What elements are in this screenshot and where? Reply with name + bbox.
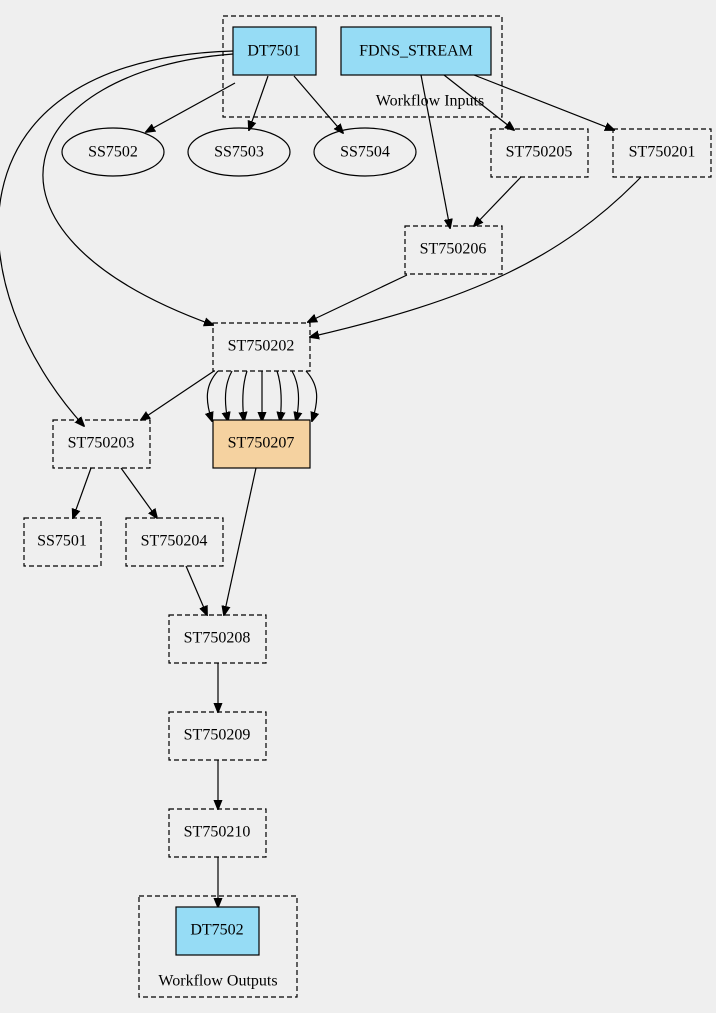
cluster-workflow-inputs: Workflow Inputs [222,15,503,118]
svg-text:ST750205: ST750205 [506,144,573,161]
edge-FDNS-ST750206 [420,74,450,228]
node-SS7504[interactable]: SS7504 [313,127,417,177]
svg-text:DT7501: DT7501 [247,43,300,60]
edge-ST750203-ST750204 [120,467,157,518]
node-FDNS_STREAM[interactable]: FDNS_STREAM [340,26,492,76]
edge-ST750203-SS7501 [73,467,92,518]
edge-DT7501-ST750203 [0,50,234,426]
edge-ST750204-ST750208 [185,565,207,615]
svg-text:ST750208: ST750208 [184,630,251,647]
edge-FDNS-ST750201 [473,74,614,130]
svg-text:ST750207: ST750207 [228,435,295,452]
svg-text:ST750206: ST750206 [420,241,487,258]
svg-text:ST750210: ST750210 [184,824,251,841]
edge-ST750207-ST750208 [224,467,257,615]
node-SS7501[interactable]: SS7501 [23,517,102,567]
node-ST750210[interactable]: ST750210 [168,808,267,858]
svg-text:DT7502: DT7502 [190,922,243,939]
edge-ST750202-ST750207-7 [305,370,317,421]
edge-ST750205-ST750206 [474,176,522,226]
edge-DT7501-SS7504 [293,75,343,133]
edge-ST750202-ST750207-2 [225,370,233,421]
edge-ST750202-ST750207-6 [291,370,299,421]
node-ST750207[interactable]: ST750207 [212,419,311,469]
edge-DT7501-SS7502 [146,82,236,132]
svg-text:ST750204: ST750204 [141,533,208,550]
node-ST750202[interactable]: ST750202 [212,322,311,372]
node-ST750206[interactable]: ST750206 [404,225,503,275]
cluster-workflow-outputs: Workflow Outputs [138,895,298,998]
edge-ST750206-ST750202 [308,274,408,322]
node-ST750208[interactable]: ST750208 [168,614,267,664]
node-ST750201[interactable]: ST750201 [612,128,712,178]
node-ST750203[interactable]: ST750203 [52,419,151,469]
svg-text:SS7504: SS7504 [340,144,390,161]
svg-text:ST750202: ST750202 [228,338,295,355]
svg-text:SS7501: SS7501 [37,533,87,550]
node-ST750209[interactable]: ST750209 [168,711,267,761]
svg-text:SS7502: SS7502 [88,144,138,161]
edge-ST750202-ST750207-1 [207,370,219,421]
svg-text:SS7503: SS7503 [214,144,264,161]
node-SS7503[interactable]: SS7503 [187,127,291,177]
edge-DT7501-SS7503 [249,75,269,130]
edge-FDNS-ST750205 [443,74,514,130]
edge-ST750202-ST750207-3 [243,370,247,421]
node-SS7502[interactable]: SS7502 [61,127,165,177]
node-DT7501[interactable]: DT7501 [232,26,317,76]
node-ST750204[interactable]: ST750204 [125,517,224,567]
cluster-outputs-label: Workflow Outputs [158,973,277,990]
svg-text:ST750209: ST750209 [184,727,251,744]
svg-text:FDNS_STREAM: FDNS_STREAM [359,43,473,60]
edge-ST750201-ST750202 [310,176,642,337]
cluster-inputs-label: Workflow Inputs [376,93,484,110]
edge-DT7501-ST750202 [42,53,234,325]
node-DT7502[interactable]: DT7502 [175,906,260,956]
svg-text:ST750203: ST750203 [68,435,135,452]
edge-ST750202-ST750207-5 [277,370,281,421]
node-ST750205[interactable]: ST750205 [490,128,589,178]
svg-text:ST750201: ST750201 [629,144,696,161]
edge-ST750202-ST750203 [141,370,215,420]
edges-layer [0,50,642,907]
